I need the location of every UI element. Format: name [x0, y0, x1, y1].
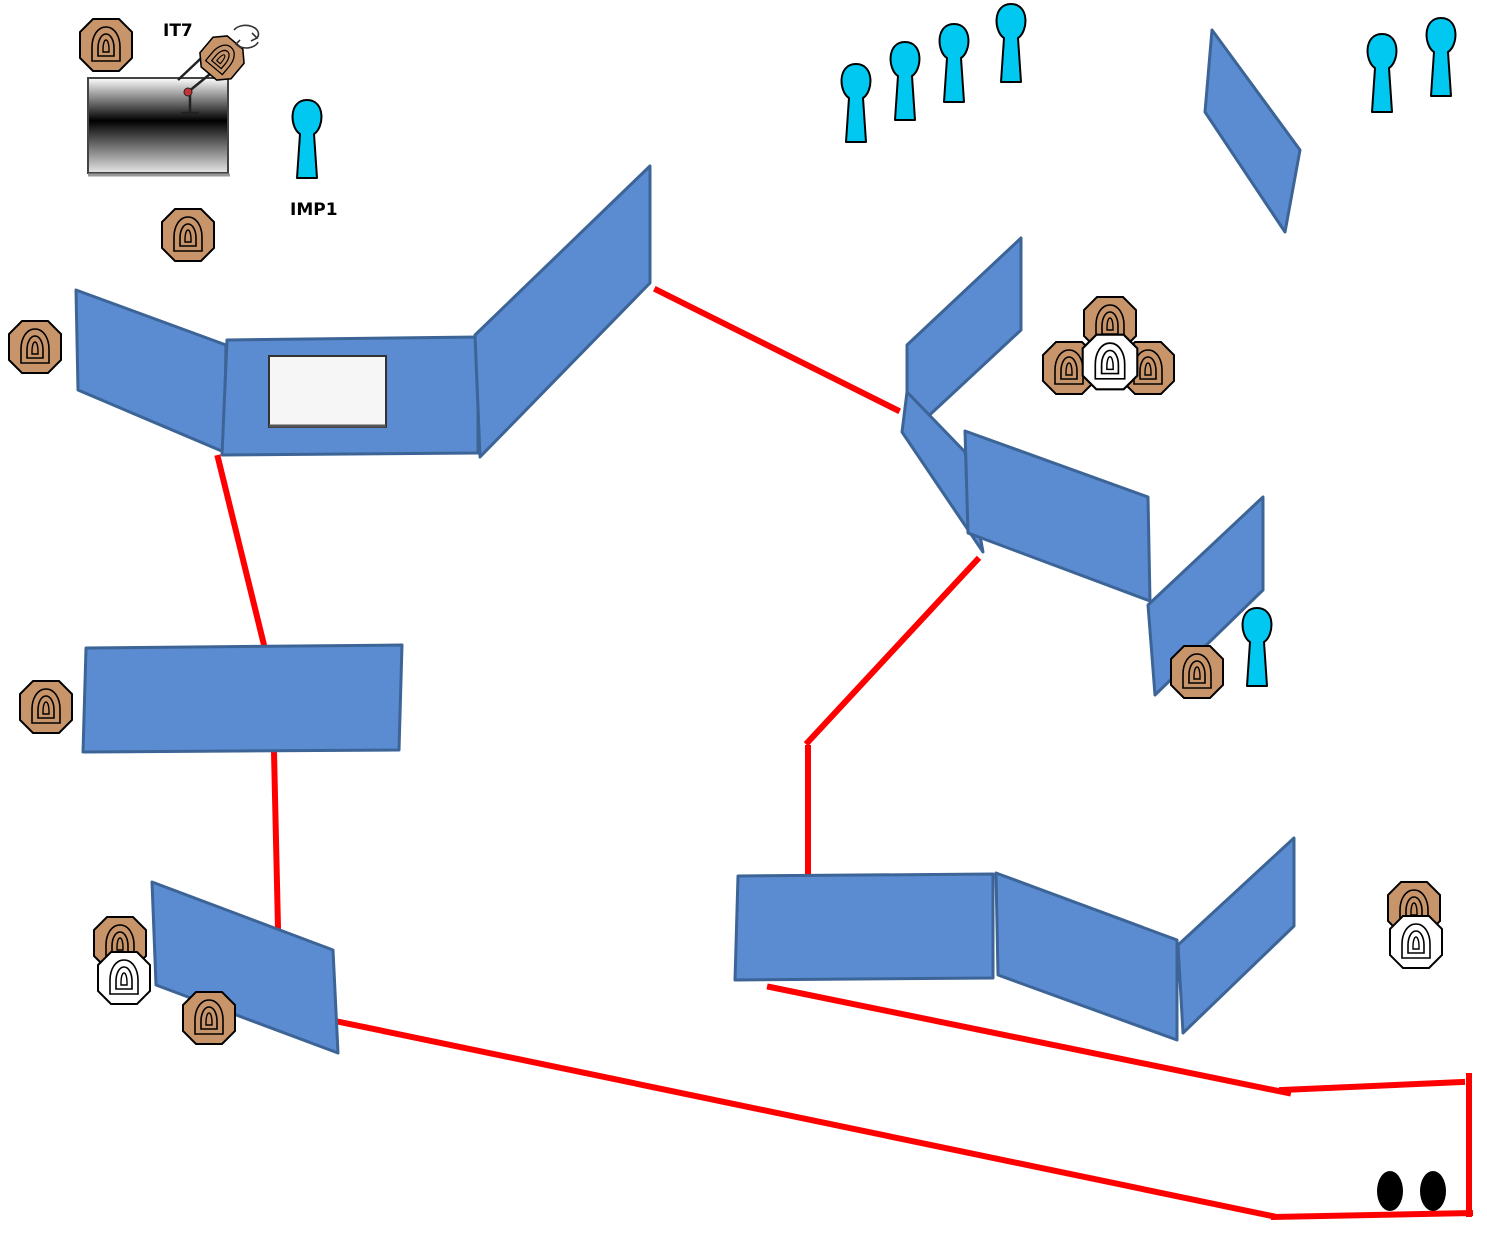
fault-line-9 — [766, 983, 1292, 1097]
wall-right-angled — [1146, 495, 1265, 697]
popper-top-3 — [938, 23, 970, 103]
brown-target-icon — [79, 18, 133, 72]
label-imp1: IMP1 — [290, 200, 338, 220]
rotate-arrow-icon — [233, 24, 260, 49]
fault-lines — [214, 285, 1474, 1221]
fault-line-1 — [652, 285, 902, 415]
brown-target-icon — [161, 208, 215, 262]
wall-bottom-center — [733, 872, 995, 982]
fault-line-3 — [270, 748, 282, 932]
popper-right-middle — [1241, 607, 1273, 687]
barricade-box — [87, 77, 230, 177]
fault-line-10 — [1278, 1078, 1466, 1094]
wall-left-middle — [81, 643, 404, 754]
popper-imp1 — [291, 99, 323, 179]
brown-target-icon — [1170, 645, 1224, 699]
popper-top-right-2 — [1425, 17, 1457, 97]
wall-right-diagonal — [900, 390, 985, 554]
white-no-shoot-icon — [1389, 915, 1443, 969]
wall-top-left-angled — [74, 288, 228, 454]
window-port — [268, 355, 387, 428]
walls — [74, 28, 1302, 1055]
white-no-shoot-icon — [97, 951, 151, 1005]
fault-line-6 — [336, 1018, 1276, 1220]
popper-top-1 — [840, 63, 872, 143]
brown-target-icon — [182, 991, 236, 1045]
swinger-pivot — [183, 87, 193, 97]
wall-top-center-angled — [473, 164, 652, 459]
wall-right-center — [963, 429, 1152, 603]
brown-target-icon — [19, 680, 73, 734]
label-it7: IT7 — [163, 21, 193, 41]
wall-right-upper — [905, 236, 1023, 438]
wall-bottom-right-end — [1176, 836, 1296, 1035]
brown-target-icon — [8, 320, 62, 374]
fault-line-7 — [1270, 1209, 1474, 1221]
white-no-shoot-icon — [1081, 333, 1139, 391]
popper-top-2 — [889, 41, 921, 121]
wall-bottom-left — [150, 880, 340, 1055]
wall-top-right-diagonal — [1203, 28, 1302, 234]
popper-top-4 — [995, 3, 1027, 83]
fault-line-2 — [214, 454, 268, 649]
popper-top-right-1 — [1366, 33, 1398, 113]
start-position-icon — [1377, 1171, 1446, 1211]
wall-bottom-right-angled — [994, 871, 1179, 1042]
fault-line-4 — [803, 555, 982, 747]
